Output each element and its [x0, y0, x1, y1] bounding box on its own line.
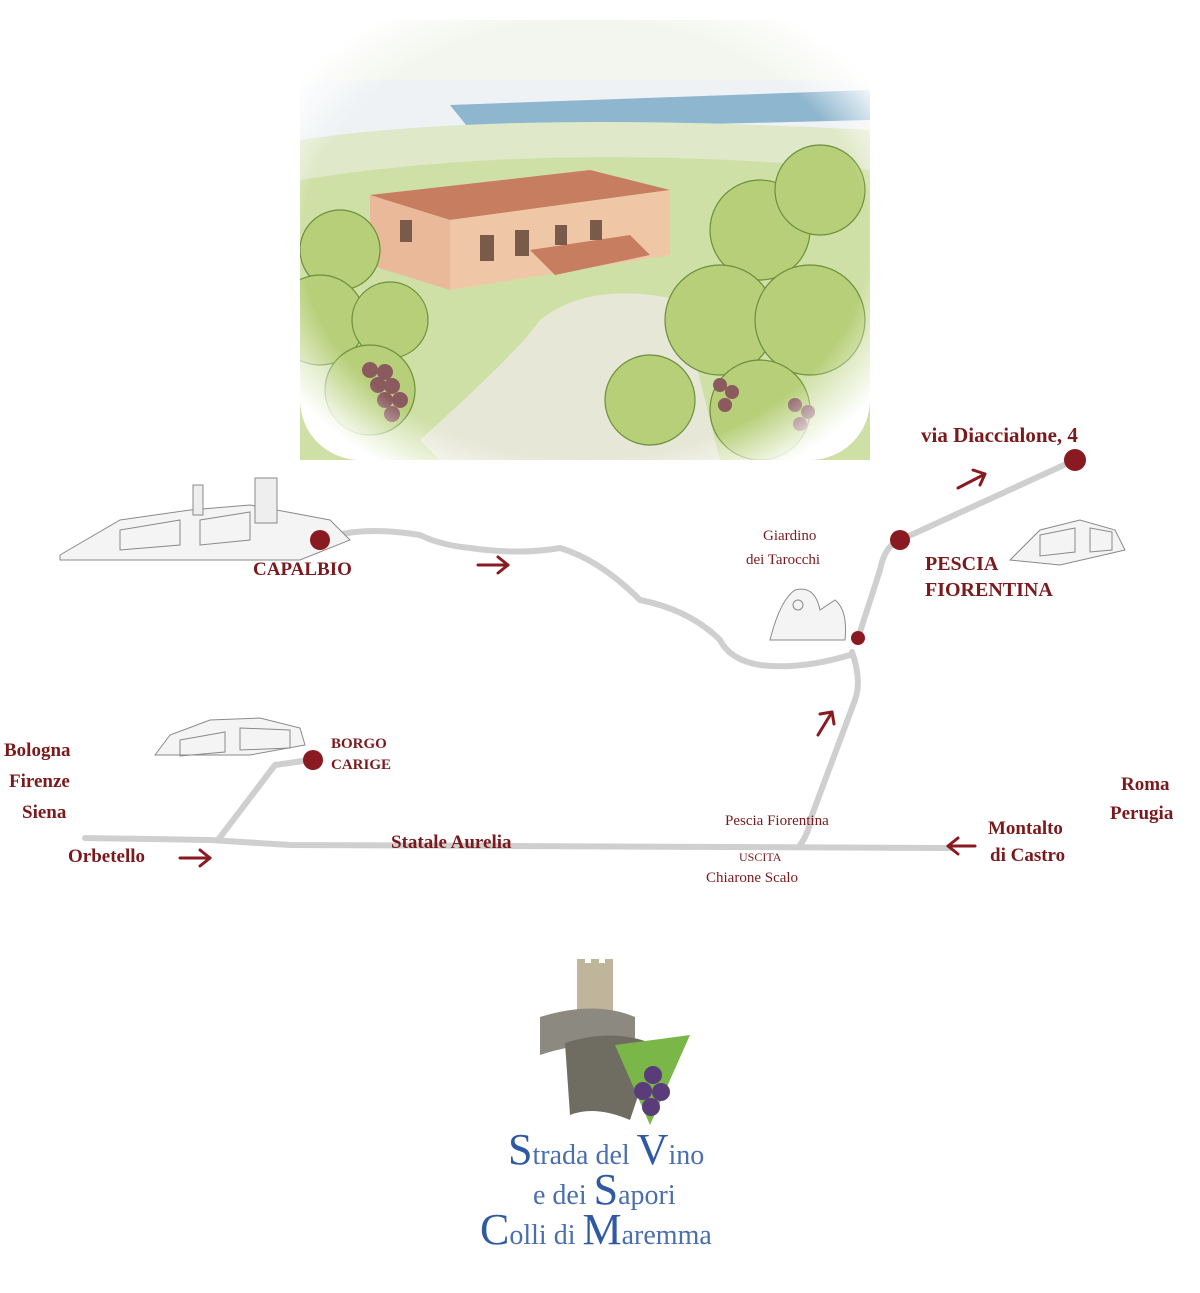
arrow-east-capalbio-icon — [476, 555, 510, 575]
direction-north-line3: Siena — [22, 802, 67, 823]
marker-pescia-fiorentina — [890, 530, 910, 550]
pescia-label-line2: FIORENTINA — [925, 579, 1053, 601]
marker-capalbio — [310, 530, 330, 550]
arrow-east-orbetello-icon — [178, 848, 212, 868]
marker-destination — [1064, 449, 1086, 471]
borgo-carige-town-sketch — [154, 717, 306, 757]
montalto-label-line1: Montalto — [988, 818, 1063, 839]
strada-del-vino-logo-emblem — [540, 959, 690, 1125]
aurelia-label: Statale Aurelia — [391, 832, 512, 853]
direction-south-line1: Roma — [1121, 774, 1170, 795]
road-borgo-carige — [215, 757, 313, 843]
direction-north-line1: Bologna — [4, 740, 71, 761]
logo-line-3: Colli di Maremma — [480, 1205, 712, 1254]
arrow-northeast-pescia-icon — [956, 468, 987, 490]
giardino-sculpture-sketch — [769, 588, 846, 641]
giardino-label-line1: Giardino — [763, 528, 817, 544]
logo-line-1: Strada del Vino — [508, 1125, 705, 1174]
arrow-northeast-junction-icon — [816, 710, 836, 737]
orbetello-label: Orbetello — [68, 846, 146, 867]
borgo-carige-label-line1: BORGO — [331, 736, 387, 752]
pescia-label-line1: PESCIA — [925, 553, 999, 575]
direction-north-line2: Firenze — [9, 771, 70, 792]
borgo-carige-label-line2: CARIGE — [331, 757, 392, 773]
exit-word-label: USCITA — [739, 850, 782, 864]
arrow-west-montalto-icon — [946, 836, 977, 856]
road-capalbio-pescia — [317, 528, 853, 670]
destination-label: via Diaccialone, 4 — [921, 423, 1078, 447]
montalto-label-line2: di Castro — [990, 845, 1066, 866]
farmhouse-vineyard-illustration — [300, 20, 870, 460]
pescia-town-sketch — [1008, 519, 1126, 566]
marker-borgo-carige — [303, 750, 323, 770]
logo-line-2: e dei Sapori — [533, 1165, 676, 1214]
exit-name-label: Pescia Fiorentina — [725, 813, 829, 829]
capalbio-town-sketch — [59, 477, 351, 561]
marker-giardino — [851, 631, 865, 645]
direction-south-line2: Perugia — [1110, 803, 1174, 824]
capalbio-label: CAPALBIO — [253, 559, 352, 580]
road-aurelia — [82, 835, 953, 851]
giardino-label-line2: dei Tarocchi — [746, 552, 821, 568]
exit-station-label: Chiarone Scalo — [706, 870, 799, 886]
road-junction-south — [797, 649, 861, 848]
